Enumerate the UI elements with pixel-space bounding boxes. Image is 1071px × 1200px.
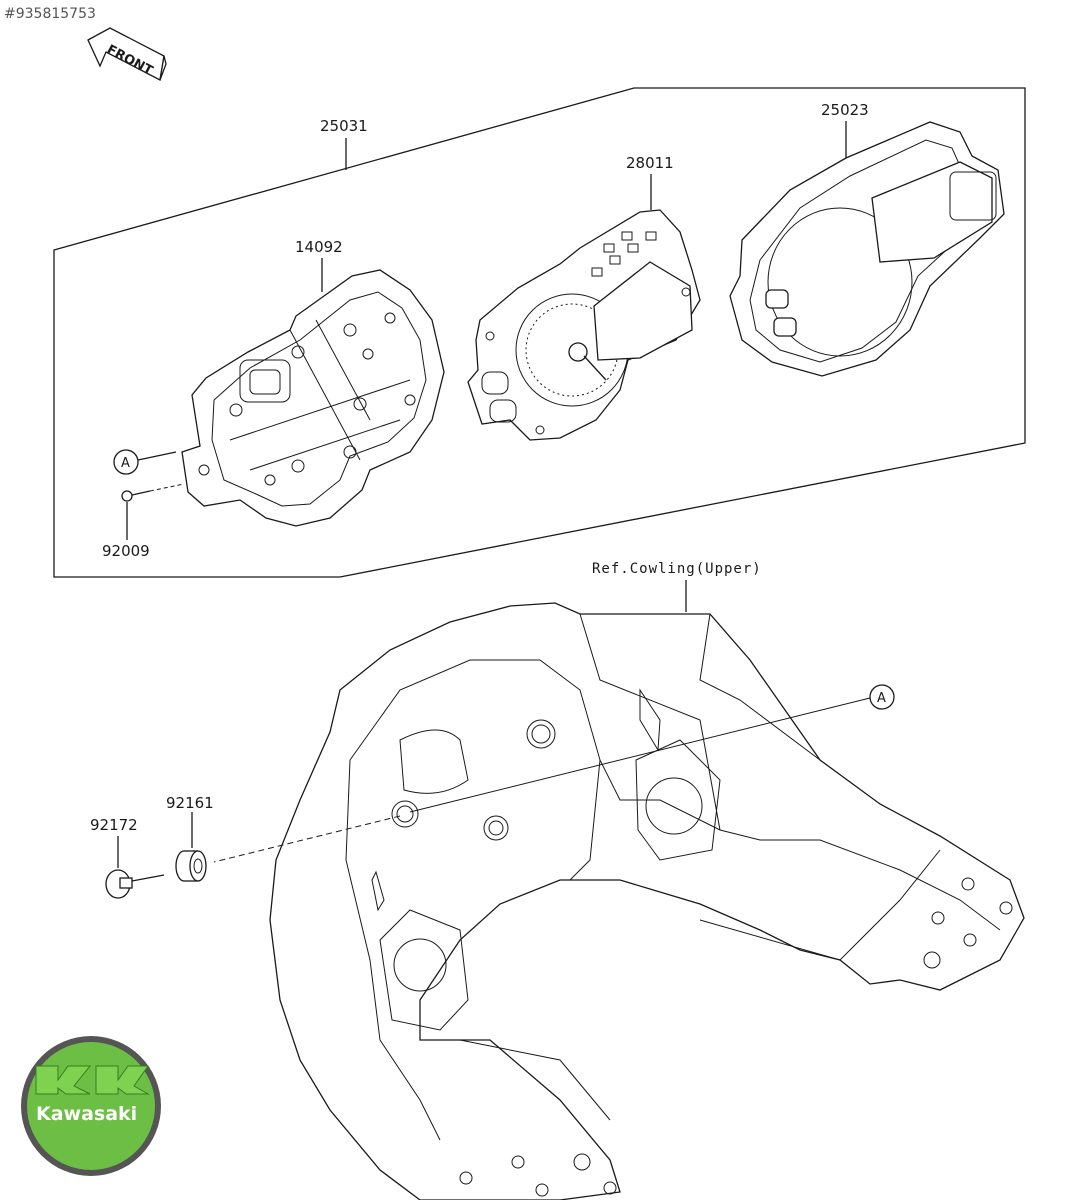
assembly-outline	[53, 87, 1026, 578]
meter-cover-part	[729, 121, 1005, 377]
callout-14092: 14092	[295, 238, 343, 256]
bolt-92172-part	[105, 869, 165, 899]
ref-a-left-label: A	[121, 456, 130, 471]
leader-screw-dash	[149, 483, 185, 492]
leader-ref-a-left	[137, 451, 177, 461]
leader-ref-a-right	[409, 697, 871, 813]
kawasaki-logo-text: Kawasaki	[36, 1103, 137, 1125]
upper-cowling-part	[269, 602, 1025, 1200]
ref-a-right-label: A	[877, 691, 886, 706]
ref-a-right-circle	[869, 684, 895, 710]
callout-ref-cowling: Ref.Cowling(Upper)	[592, 561, 762, 577]
damper-92161-part	[175, 850, 207, 882]
callout-25023: 25023	[821, 101, 869, 119]
assembly-dash-line	[213, 815, 401, 863]
callout-92009: 92009	[102, 542, 150, 560]
meter-unit-part	[467, 209, 701, 441]
screw-92009-part	[121, 490, 151, 502]
kawasaki-logo: Kawasaki	[21, 1036, 161, 1176]
callout-92161: 92161	[166, 794, 214, 812]
callout-92172: 92172	[90, 816, 138, 834]
lower-case-part	[181, 269, 445, 527]
front-arrow-icon: FRONT	[87, 27, 167, 81]
ref-a-left-circle	[113, 449, 139, 475]
watermark-text: #935815753	[4, 6, 96, 22]
callout-28011: 28011	[626, 154, 674, 172]
callout-25031: 25031	[320, 117, 368, 135]
